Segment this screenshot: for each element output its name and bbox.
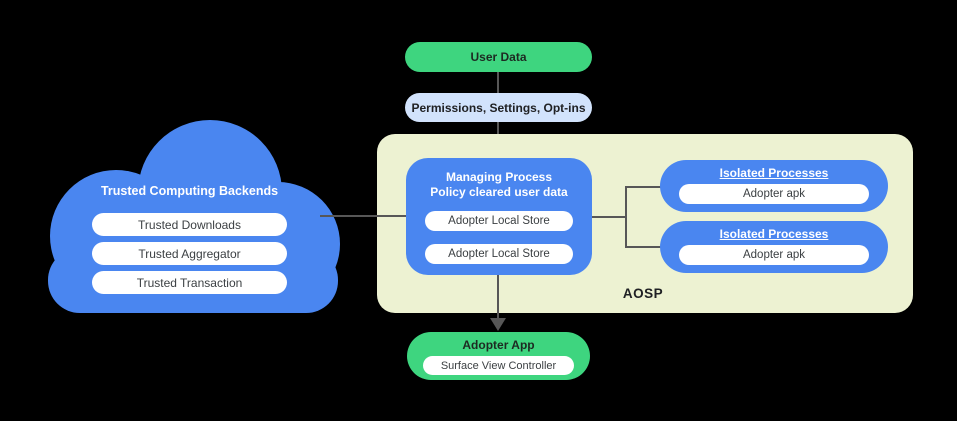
trusted-aggregator-pill: Trusted Aggregator (92, 242, 287, 265)
isolated-process-node: Isolated Processes Adopter apk (660, 160, 888, 212)
bracket-bottom-branch-line (625, 246, 661, 248)
adopter-app-node: Adopter App Surface View Controller (407, 332, 590, 380)
adopter-local-store-label: Adopter Local Store (448, 215, 550, 227)
connector-userdata-permissions-line (497, 72, 499, 93)
isolated-process-node: Isolated Processes Adopter apk (660, 221, 888, 273)
managing-process-title: Managing Process Policy cleared user dat… (406, 170, 592, 200)
adopter-local-store-pill: Adopter Local Store (425, 244, 573, 264)
connector-managing-adopter-line (497, 275, 499, 319)
trusted-backends-cloud: Trusted Computing Backends Trusted Downl… (45, 118, 343, 314)
adopter-apk-label: Adopter apk (742, 249, 805, 261)
adopter-app-title: Adopter App (462, 338, 535, 352)
adopter-apk-label: Adopter apk (742, 188, 805, 200)
aosp-label: AOSP (622, 286, 664, 301)
trusted-transaction-label: Trusted Transaction (136, 275, 243, 290)
arrow-down-icon (490, 318, 506, 331)
adopter-local-store-label: Adopter Local Store (448, 248, 550, 260)
bracket-vertical-line (625, 186, 627, 248)
managing-process-title-line2: Policy cleared user data (430, 185, 568, 199)
managing-process-title-line1: Managing Process (445, 170, 553, 184)
permissions-node: Permissions, Settings, Opt-ins (405, 93, 592, 122)
user-data-label: User Data (470, 50, 527, 64)
bracket-top-branch-line (625, 186, 661, 188)
connector-cloud-managing-line (320, 215, 407, 217)
trusted-aggregator-label: Trusted Aggregator (138, 246, 241, 261)
isolated-process-title: Isolated Processes (719, 227, 829, 241)
adopter-local-store-pill: Adopter Local Store (425, 211, 573, 231)
isolated-process-title: Isolated Processes (719, 166, 829, 180)
permissions-label: Permissions, Settings, Opt-ins (411, 100, 586, 115)
trusted-transaction-pill: Trusted Transaction (92, 271, 287, 294)
trusted-downloads-pill: Trusted Downloads (92, 213, 287, 236)
surface-view-controller-label: Surface View Controller (440, 359, 557, 372)
cloud-title: Trusted Computing Backends (100, 184, 279, 198)
adopter-apk-pill: Adopter apk (679, 245, 869, 265)
adopter-apk-pill: Adopter apk (679, 184, 869, 204)
managing-process-node: Managing Process Policy cleared user dat… (406, 158, 592, 275)
user-data-node: User Data (405, 42, 592, 72)
surface-view-controller-pill: Surface View Controller (423, 356, 574, 375)
connector-managing-bracket-line (592, 216, 627, 218)
trusted-downloads-label: Trusted Downloads (138, 217, 241, 232)
